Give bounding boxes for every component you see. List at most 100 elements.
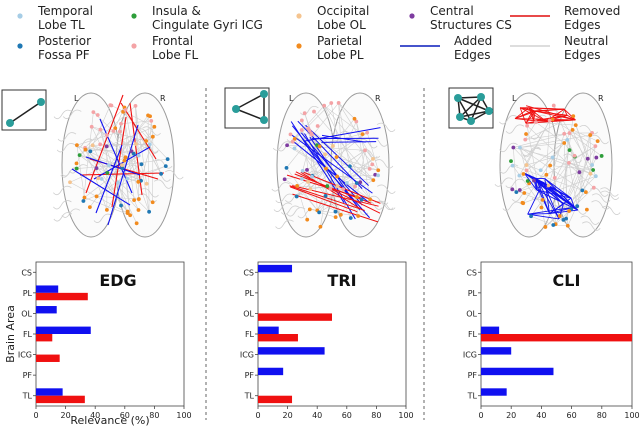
- added-bar: [481, 367, 554, 376]
- neutral-edge: [526, 125, 546, 228]
- legend-marker-dot: [296, 43, 302, 49]
- x-tick-label: 0: [33, 411, 38, 420]
- removed-edge: [289, 185, 365, 211]
- brain-node: [338, 212, 343, 217]
- added-edge: [527, 182, 544, 215]
- brain-node: [295, 184, 299, 188]
- neutral-edge: [69, 182, 128, 214]
- neutral-edge: [526, 139, 568, 171]
- brain-node: [98, 127, 103, 132]
- neutral-edge: [92, 145, 123, 166]
- neutral-edge: [513, 147, 517, 193]
- added-bar: [36, 326, 91, 334]
- brain-node: [136, 179, 141, 184]
- gyri-contour: [374, 159, 394, 169]
- brain-node: [376, 173, 381, 178]
- brain-node: [371, 178, 376, 183]
- gyri-contour: [499, 142, 518, 153]
- brain-node: [334, 155, 339, 159]
- y-tick-label: PL: [245, 289, 255, 298]
- brain-node: [147, 209, 152, 214]
- added-edge: [71, 168, 131, 206]
- gyri-contour: [505, 124, 525, 134]
- legend-label: Lobe OL: [317, 18, 366, 32]
- removed-edge: [528, 107, 565, 110]
- x-tick-label: 100: [398, 411, 413, 420]
- brain-node: [284, 165, 289, 170]
- brain-node: [310, 174, 314, 179]
- gyri-contour: [53, 109, 73, 120]
- brain-node: [593, 144, 598, 149]
- brain-node: [358, 180, 363, 185]
- legend-marker-dot: [296, 13, 302, 19]
- added-edge: [107, 124, 139, 226]
- added-edge: [527, 206, 575, 215]
- brain-node: [147, 142, 152, 147]
- brain-node: [91, 110, 96, 115]
- added-bar: [481, 326, 500, 334]
- y-tick-label: PF: [23, 371, 33, 380]
- gyri-contour: [300, 105, 319, 116]
- gyri-contour: [297, 208, 317, 219]
- y-tick-label: PF: [245, 371, 255, 380]
- brain-node: [125, 176, 130, 181]
- brain-node: [543, 225, 548, 229]
- gyri-contour: [93, 213, 113, 223]
- y-tick-label: TL: [22, 392, 33, 401]
- brain-node: [299, 128, 304, 132]
- neutral-edge: [121, 158, 168, 166]
- removed-edge: [120, 102, 157, 160]
- neutral-edge: [526, 125, 595, 188]
- brain-node: [590, 163, 595, 167]
- brain-node: [323, 193, 328, 198]
- brain-node: [588, 171, 593, 176]
- motif-edge: [459, 110, 490, 118]
- neutral-edge: [338, 102, 355, 119]
- brain-node: [139, 162, 144, 167]
- removed-edge: [291, 185, 379, 207]
- legend-label: Occipital: [317, 4, 369, 18]
- brain-node: [524, 132, 528, 136]
- brain-node: [547, 118, 552, 123]
- brain-node: [317, 210, 322, 215]
- brain-node: [521, 172, 526, 176]
- brain-node: [300, 168, 305, 173]
- brain-node: [594, 155, 599, 160]
- brain-node: [593, 174, 598, 179]
- brain-node: [335, 174, 340, 179]
- brain-node: [353, 184, 358, 189]
- removed-edge: [294, 173, 372, 204]
- added-edge: [534, 179, 579, 211]
- brain-node: [333, 209, 338, 214]
- brain-node: [525, 179, 530, 183]
- brain-node: [599, 154, 604, 158]
- brain-node: [163, 164, 168, 169]
- brain-node: [341, 187, 346, 192]
- gyri-contour: [494, 177, 514, 187]
- removed-edge: [295, 171, 381, 214]
- x-tick-label: 100: [624, 411, 639, 420]
- neutral-edge: [526, 120, 550, 166]
- legend-marker-dot: [131, 13, 137, 19]
- added-bar: [258, 347, 325, 355]
- x-tick-label: 40: [312, 411, 322, 420]
- triangle-motif-icon: [224, 87, 270, 129]
- neutral-edge: [69, 153, 134, 183]
- brain-node: [577, 170, 582, 175]
- hemisphere-label-right: R: [598, 94, 604, 103]
- removed-edge: [514, 111, 536, 119]
- neutral-edge: [292, 102, 332, 142]
- legend-label: Lobe TL: [38, 18, 85, 32]
- neutral-edge: [591, 146, 596, 166]
- legend-marker-dot: [17, 13, 23, 19]
- brain-node: [524, 163, 529, 167]
- added-bar: [36, 285, 59, 293]
- x-tick-label: 80: [149, 411, 159, 420]
- brain-node: [347, 164, 352, 169]
- brain-node: [89, 124, 94, 129]
- legend-label: Neutral: [564, 34, 608, 48]
- gyri-contour: [53, 185, 72, 196]
- gyri-contour: [369, 195, 389, 206]
- removed-edge: [525, 114, 568, 124]
